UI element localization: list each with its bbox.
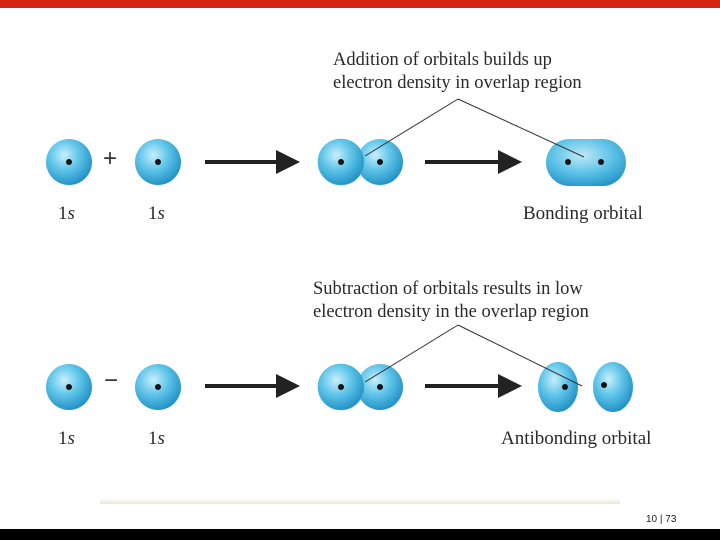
bonding-orbital (546, 139, 626, 186)
pointer-line (364, 324, 459, 383)
nucleus-dot (601, 382, 607, 388)
top-accent-bar (0, 0, 720, 8)
nucleus-dot (338, 384, 344, 390)
footer-shadow (100, 498, 620, 504)
label-number: 1 (148, 428, 158, 449)
label-1s-right: 1s (148, 428, 165, 450)
antibonding-lobe-right (593, 362, 633, 412)
bonding-orbital-label: Bonding orbital (523, 203, 643, 224)
pointer-line (457, 324, 583, 387)
top-caption-line2: electron density in overlap region (333, 73, 582, 93)
bottom-row (46, 324, 633, 412)
label-number: 1 (58, 203, 68, 224)
top-row (46, 98, 626, 186)
nucleus-dot (338, 159, 344, 165)
nucleus-dot (66, 384, 72, 390)
nucleus-dot (377, 384, 383, 390)
nucleus-dot (155, 159, 161, 165)
bottom-caption-line2: electron density in the overlap region (313, 302, 589, 322)
top-caption-line1: Addition of orbitals builds up (333, 50, 552, 70)
label-orbital: s (67, 428, 75, 449)
nucleus-dot (565, 159, 571, 165)
antibonding-orbital-label: Antibonding orbital (501, 428, 652, 449)
label-orbital: s (157, 203, 165, 224)
label-number: 1 (58, 428, 68, 449)
nucleus-dot (155, 384, 161, 390)
bottom-caption: Subtraction of orbitals results in low e… (313, 278, 589, 324)
label-orbital: s (157, 428, 165, 449)
bottom-caption-line1: Subtraction of orbitals results in low (313, 279, 583, 299)
plus-operator: + (103, 145, 118, 172)
label-1s-right: 1s (148, 203, 165, 225)
antibonding-lobe-left (538, 362, 578, 412)
nucleus-dot (562, 384, 568, 390)
label-number: 1 (148, 203, 158, 224)
nucleus-dot (377, 159, 383, 165)
bottom-bar (0, 529, 720, 540)
label-orbital: s (67, 203, 75, 224)
nucleus-dot (598, 159, 604, 165)
top-caption: Addition of orbitals builds up electron … (333, 49, 582, 95)
label-1s-left: 1s (58, 203, 75, 225)
nucleus-dot (66, 159, 72, 165)
label-1s-left: 1s (58, 428, 75, 450)
pointer-line (457, 98, 585, 158)
minus-operator: − (104, 367, 119, 394)
page-number: 10 | 73 (646, 514, 677, 525)
pointer-line (364, 98, 459, 157)
